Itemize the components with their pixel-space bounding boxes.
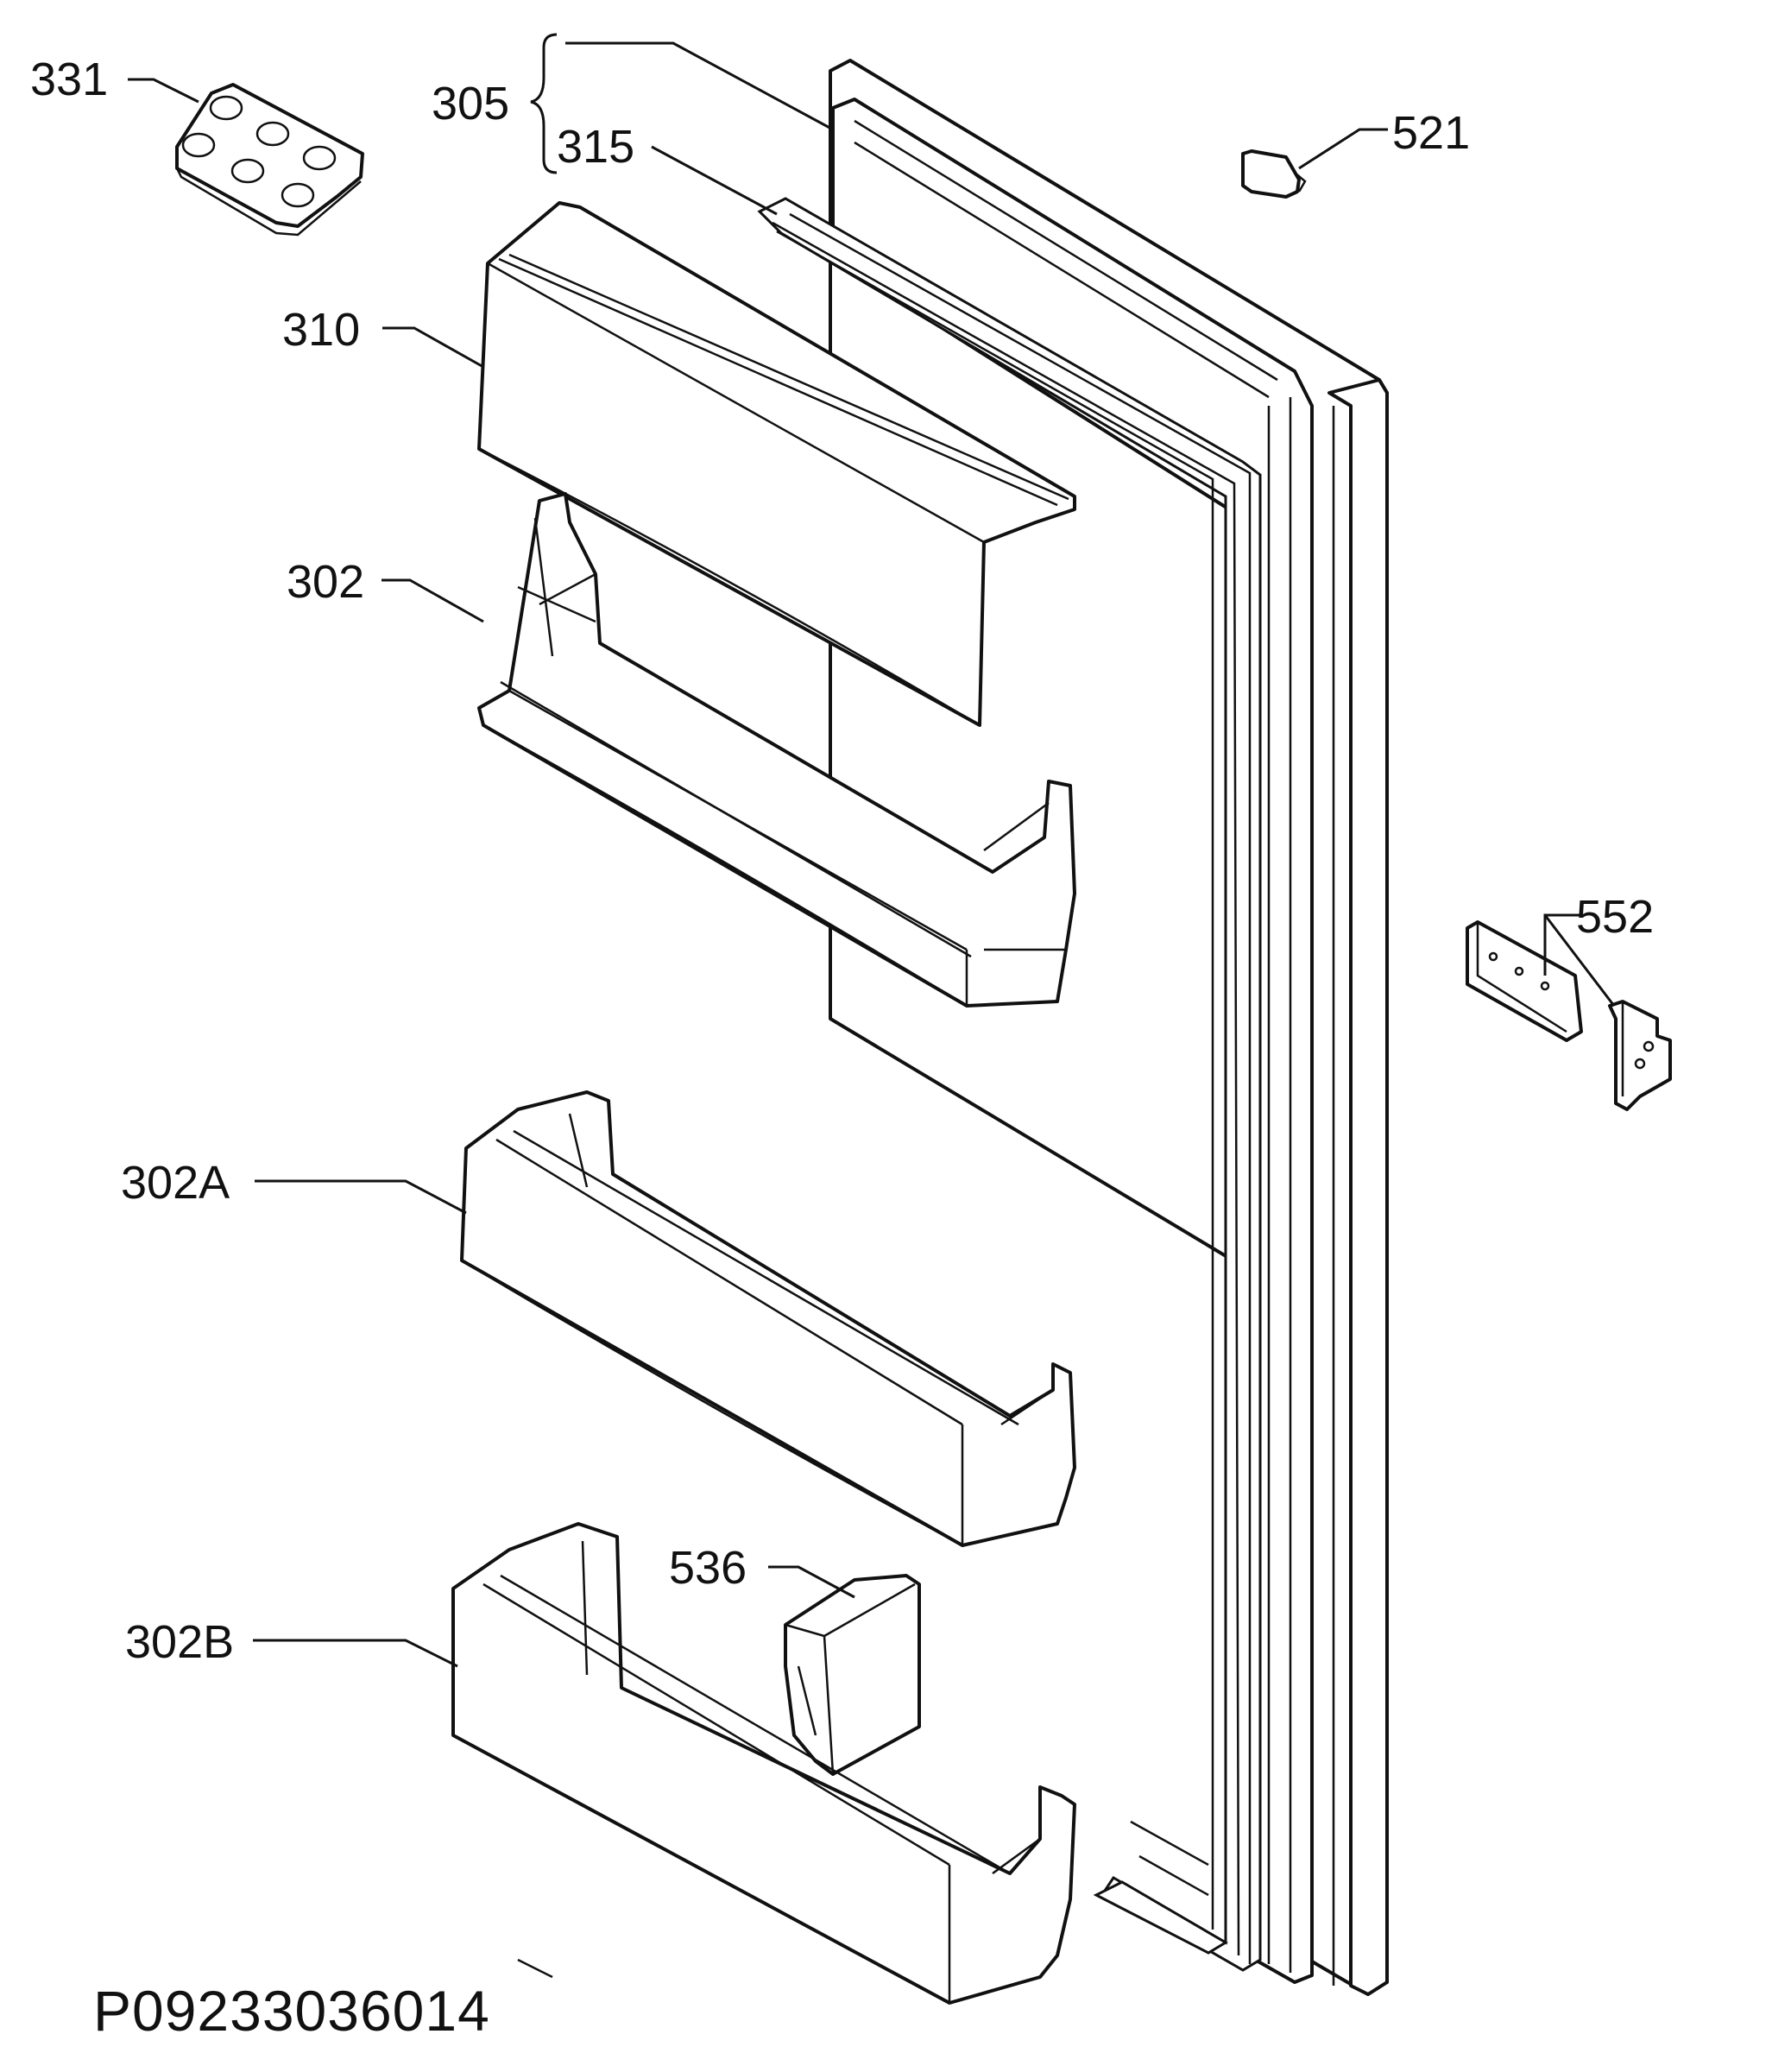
part-521-cap [1241,149,1307,199]
leader-lines [128,33,1616,1668]
part-302b-door-bin [451,1522,1076,2005]
label-305: 305 [432,78,509,130]
leader-331 [128,78,199,104]
leader-521 [1298,128,1388,170]
leader-302a [255,1179,467,1215]
leader-305 [565,41,834,131]
label-536: 536 [669,1542,747,1594]
leader-315 [651,145,778,216]
leader-552b [1543,914,1616,1007]
part-302-door-bin [477,492,1076,1008]
part-331-egg-tray [175,83,364,237]
label-302: 302 [287,556,364,608]
label-302a: 302A [121,1157,230,1209]
leader-302b [253,1639,458,1668]
drawing-code: P09233036014 [93,1979,490,2043]
brace-305 [530,33,558,174]
leader-310 [382,326,484,369]
part-536-bottle-holder [784,1574,921,1776]
leader-302 [382,578,484,623]
door-gasket [757,197,1262,1972]
part-302a-door-bin [460,1090,1076,1547]
label-552: 552 [1576,891,1654,943]
label-310: 310 [282,304,360,356]
label-331: 331 [30,54,108,105]
label-302b: 302B [125,1616,234,1668]
label-315: 315 [557,121,634,173]
part-310-dairy-flap [477,201,1076,727]
part-labels: 331 305 315 521 310 302 552 302A 536 302… [30,54,1654,2043]
label-521: 521 [1392,107,1470,159]
part-552-hinge-set [1466,920,1672,1111]
leader-536 [768,1565,855,1599]
